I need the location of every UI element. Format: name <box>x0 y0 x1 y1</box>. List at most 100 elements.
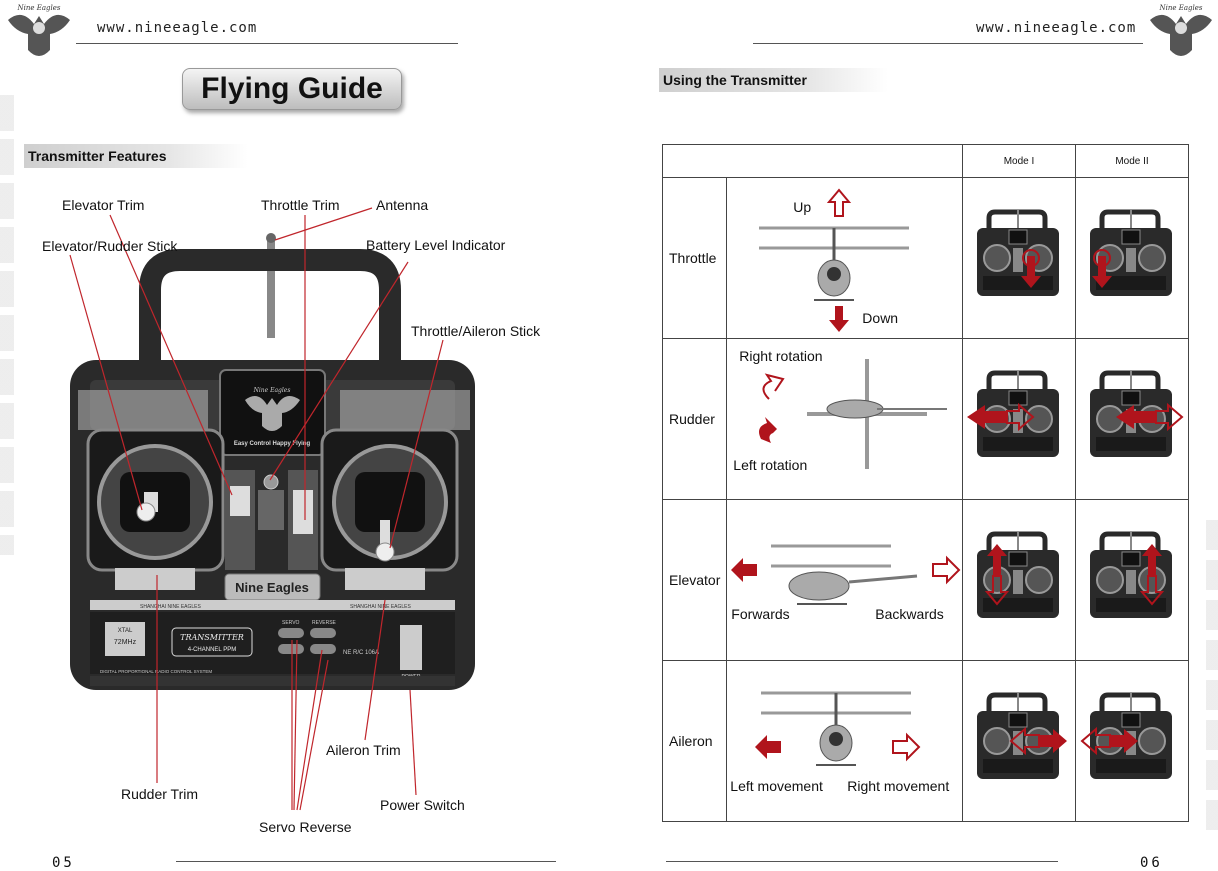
arrow-down-icon <box>829 306 850 332</box>
label-power-switch: Power Switch <box>380 797 465 813</box>
arrow-up-icon <box>827 188 852 217</box>
arrow-right-icon <box>1005 402 1035 432</box>
label-antenna: Antenna <box>376 197 429 213</box>
logo-text: Nine Eagles <box>1159 4 1203 12</box>
rudder-illustration-cell: Right rotation Left rotation <box>726 338 963 500</box>
aileron-mode-1 <box>961 660 1076 822</box>
arrow-left-icon <box>1115 405 1156 429</box>
arrow-right-icon <box>1038 729 1067 753</box>
label-forwards: Forwards <box>731 606 790 622</box>
label-backwards: Backwards <box>875 606 944 622</box>
arrow-down-icon <box>1020 256 1041 288</box>
rotate-right-icon <box>762 373 785 400</box>
header-url-left[interactable]: www.nineeagle.com <box>97 20 258 36</box>
table-row: Aileron Left movement Right movement <box>661 660 1190 822</box>
table-row: Rudder Right rotation Left rotation <box>661 338 1190 500</box>
throttle-mode-1 <box>961 177 1076 339</box>
arrow-up-icon <box>986 544 1007 576</box>
elevator-illustration <box>731 544 961 605</box>
svg-text:XTAL: XTAL <box>118 628 133 634</box>
elevator-mode-1 <box>961 499 1076 661</box>
table-row: Elevator Forwards Backwards <box>661 499 1190 661</box>
rudder-mode-1 <box>961 338 1076 500</box>
label-left-movement: Left movement <box>730 778 823 794</box>
aileron-mode-2 <box>1074 660 1190 822</box>
row-label-elevator: Elevator <box>661 499 728 661</box>
row-label-rudder: Rudder <box>661 338 728 500</box>
aileron-illustration-cell: Left movement Right movement <box>726 660 963 822</box>
footer-rule-left <box>176 861 556 862</box>
rotate-left-icon <box>759 417 778 443</box>
logo-text: Nine Eagles <box>17 4 61 12</box>
svg-text:Easy Control Happy Flying: Easy Control Happy Flying <box>234 441 311 447</box>
table-header-blank <box>662 144 963 178</box>
label-elevator-trim: Elevator Trim <box>62 197 145 213</box>
svg-text:SHANGHAI NINE EAGLES: SHANGHAI NINE EAGLES <box>140 604 202 610</box>
table-row: Throttle Up Down <box>661 177 1190 339</box>
label-rudder-trim: Rudder Trim <box>121 786 199 802</box>
arrow-left-icon <box>1009 726 1040 756</box>
arrow-left-icon <box>1080 726 1111 756</box>
label-battery-level-indicator: Battery Level Indicator <box>366 237 506 253</box>
arrow-right-icon <box>1154 402 1184 432</box>
right-watermark <box>1206 520 1218 840</box>
label-right-movement: Right movement <box>847 778 950 794</box>
label-right-rotation: Right rotation <box>739 348 823 364</box>
header-url-right[interactable]: www.nineeagle.com <box>976 20 1137 36</box>
row-label-throttle: Throttle <box>661 177 728 339</box>
arrow-left-icon <box>966 405 1007 429</box>
row-label-aileron: Aileron <box>661 660 728 822</box>
arrow-down-icon <box>984 575 1010 606</box>
transmitter-illustration: Nine Eagles Easy Control Happy Flying Ni… <box>70 233 475 690</box>
arrow-down-icon <box>1091 256 1112 288</box>
svg-text:4-CHANNEL PPM: 4-CHANNEL PPM <box>188 647 236 653</box>
rudder-mode-2 <box>1074 338 1190 500</box>
svg-text:SHANGHAI NINE EAGLES: SHANGHAI NINE EAGLES <box>350 604 412 610</box>
footer-rule-right <box>666 861 1058 862</box>
carry-handle <box>139 249 401 380</box>
label-servo-reverse: Servo Reverse <box>259 819 352 835</box>
label-left-rotation: Left rotation <box>733 457 808 473</box>
header-rule-left <box>76 43 458 44</box>
elevator-mode-2 <box>1074 499 1190 661</box>
svg-text:72MHz: 72MHz <box>114 639 137 646</box>
label-elevator-rudder-stick: Elevator/Rudder Stick <box>42 238 178 254</box>
svg-text:NE R/C 106A: NE R/C 106A <box>343 650 379 656</box>
antenna-rod <box>267 238 275 338</box>
nine-eagles-logo-left: Nine Eagles <box>8 4 70 56</box>
svg-text:SERVO: SERVO <box>282 620 300 626</box>
throttle-mode-2 <box>1074 177 1190 339</box>
arrow-right-icon <box>932 555 961 585</box>
svg-text:REVERSE: REVERSE <box>312 620 337 626</box>
nine-eagles-logo-right: Nine Eagles <box>1150 4 1212 56</box>
svg-text:DIGITAL PROPORTIONAL RADIO CON: DIGITAL PROPORTIONAL RADIO CONTROL SYSTE… <box>100 669 212 674</box>
throttle-illustration <box>757 188 911 332</box>
aileron-illustration <box>755 691 921 767</box>
header-rule-right <box>753 43 1143 44</box>
leader-lines <box>69 207 444 811</box>
label-aileron-trim: Aileron Trim <box>326 742 401 758</box>
elevator-illustration-cell: Forwards Backwards <box>726 499 963 661</box>
section-using-transmitter: Using the Transmitter <box>659 68 888 92</box>
section-transmitter-features: Transmitter Features <box>24 144 248 168</box>
svg-text:Nine Eagles: Nine Eagles <box>253 387 291 394</box>
page-number-right: 06 <box>1140 855 1163 871</box>
svg-text:TRANSMITTER: TRANSMITTER <box>180 633 244 642</box>
arrow-up-icon <box>1141 544 1162 576</box>
table-header-mode-2: Mode II <box>1074 144 1190 178</box>
arrow-left-icon <box>755 735 782 759</box>
arrow-right-icon <box>1109 729 1138 753</box>
label-up: Up <box>793 199 812 215</box>
arrow-right-icon <box>892 732 921 762</box>
rudder-illustration <box>759 359 948 469</box>
arrow-down-icon <box>1139 575 1165 606</box>
throttle-illustration-cell: Up Down <box>726 177 963 339</box>
page-number-left: 05 <box>52 855 75 871</box>
page-title: Flying Guide <box>182 68 402 110</box>
arrow-left-icon <box>731 558 758 582</box>
label-throttle-trim: Throttle Trim <box>261 197 340 213</box>
svg-text:Nine Eagles: Nine Eagles <box>235 580 309 595</box>
label-throttle-aileron-stick: Throttle/Aileron Stick <box>411 323 541 339</box>
label-down: Down <box>862 310 899 326</box>
table-header-mode-1: Mode I <box>961 144 1076 178</box>
